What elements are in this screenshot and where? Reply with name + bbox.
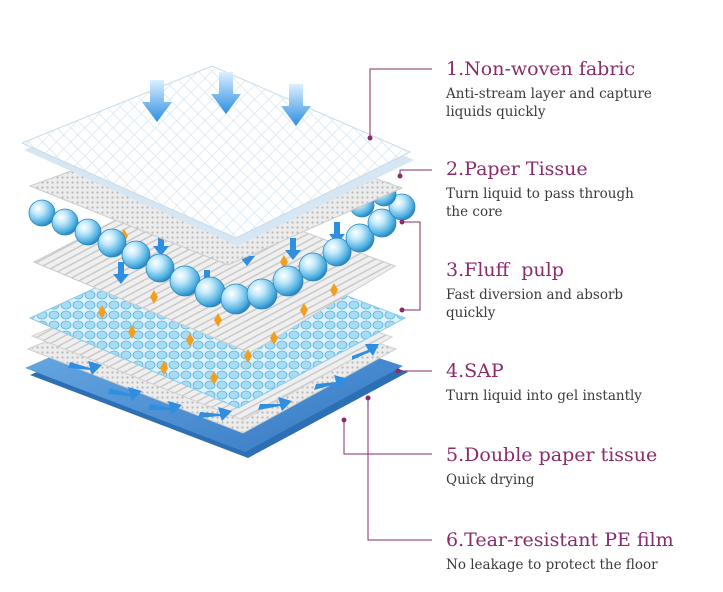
layer-title-4: 4.SAP	[446, 360, 504, 382]
leader-line-3	[402, 221, 421, 311]
leader-dot-2	[397, 173, 403, 179]
leader-dot-5	[341, 417, 347, 423]
leader-line-6	[367, 398, 432, 541]
spark-markers	[98, 229, 338, 385]
layer-desc-6: No leakage to protect the floor	[446, 557, 658, 573]
layer-label-1: 1.Non-woven fabric Anti-stream layer and…	[446, 58, 716, 121]
layer-desc-3: Fast diversion and absorb quickly	[446, 287, 624, 321]
layer-desc-1: Anti-stream layer and capture liquids qu…	[446, 86, 652, 120]
leader-line-5	[343, 420, 432, 455]
layer-label-2: 2.Paper Tissue Turn liquid to pass throu…	[446, 158, 716, 221]
layer-title-2: 2.Paper Tissue	[446, 158, 588, 180]
sap-beads	[28, 181, 416, 315]
layer-title-5: 5.Double paper tissue	[446, 444, 658, 466]
layer-label-6: 6.Tear-resistant PE film No leakage to p…	[446, 529, 716, 574]
layer-title-6: 6.Tear-resistant PE film	[446, 529, 674, 551]
layer-title-3: 3.Fluff pulp	[446, 259, 564, 281]
layer-label-4: 4.SAP Turn liquid into gel instantly	[446, 360, 716, 405]
leader-dot-6	[365, 395, 371, 401]
leader-dots	[341, 135, 405, 423]
leader-line-1	[369, 68, 432, 138]
leader-dot-3b	[399, 307, 405, 313]
layer-label-3: 3.Fluff pulp Fast diversion and absorb q…	[446, 259, 716, 322]
leader-dot-4	[395, 368, 401, 374]
layer-title-1: 1.Non-woven fabric	[446, 58, 636, 80]
leader-dot-1	[367, 135, 373, 141]
layer-label-5: 5.Double paper tissue Quick drying	[446, 444, 716, 489]
leader-dot-3a	[399, 219, 405, 225]
non-woven-fabric-layer	[20, 65, 414, 246]
leader-line-2	[399, 169, 432, 176]
top-arrows	[142, 72, 311, 126]
layer-desc-2: Turn liquid to pass through the core	[446, 186, 634, 220]
leader-lines	[343, 68, 432, 541]
layer-desc-4: Turn liquid into gel instantly	[446, 388, 642, 404]
layer-desc-5: Quick drying	[446, 472, 535, 488]
